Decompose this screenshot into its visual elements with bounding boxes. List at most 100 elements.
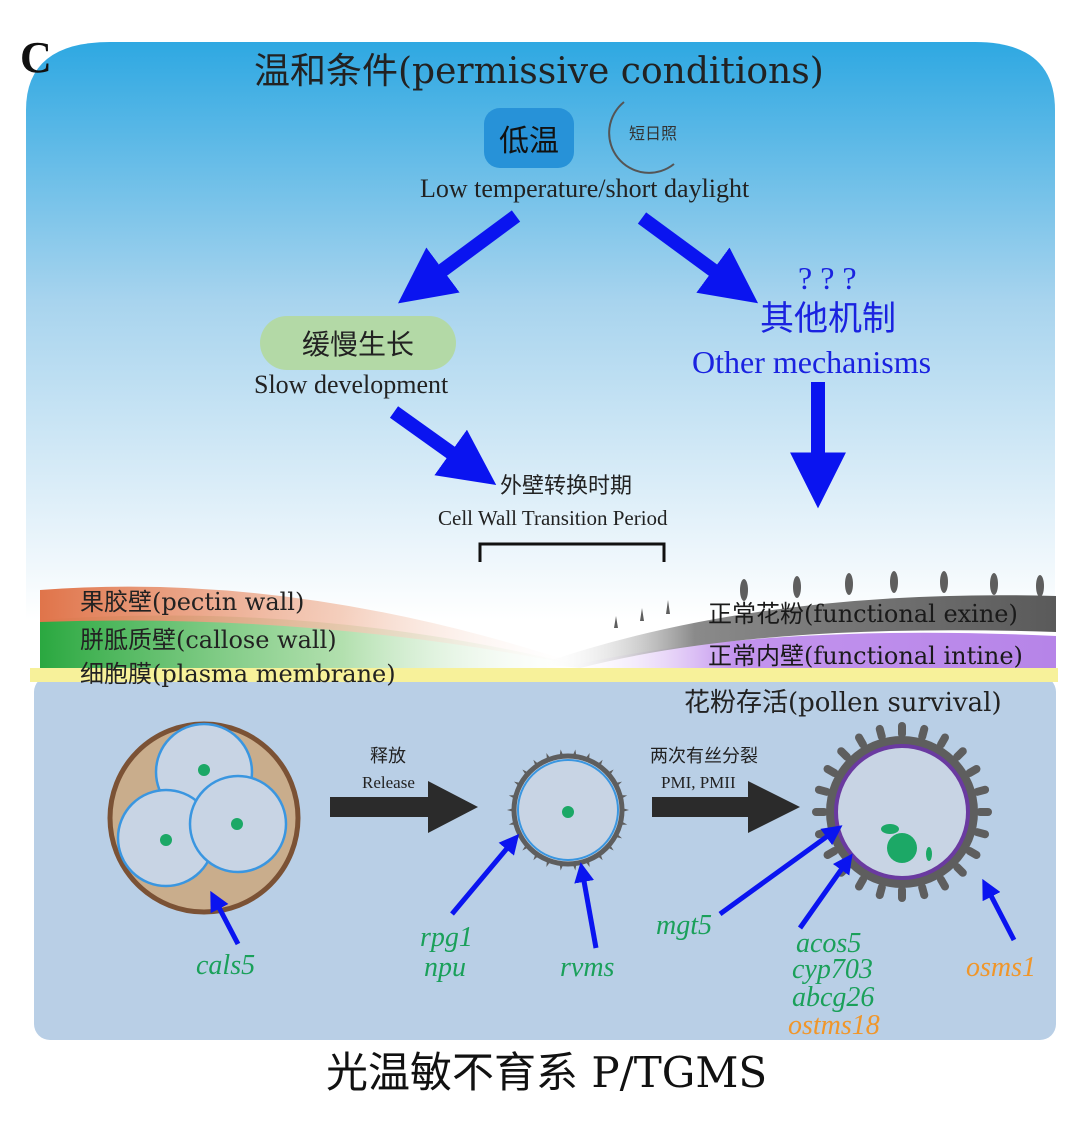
spine: [965, 847, 981, 859]
spine: [898, 722, 906, 738]
spine: [973, 785, 990, 796]
tetrad: [107, 721, 301, 915]
spine: [622, 808, 629, 812]
gene-pointer-arrows: [210, 825, 1017, 949]
microspore: [511, 753, 625, 867]
arrow-to-slow-development: [397, 210, 521, 304]
spine: [597, 853, 603, 861]
pectin-layer: [40, 586, 590, 668]
slow-development-cn: 缓慢生长: [301, 328, 414, 361]
release-en: Release: [362, 773, 415, 792]
spine: [823, 847, 839, 859]
spine: [559, 749, 564, 757]
pointer-cals5: [210, 890, 241, 946]
condition-caption: Low temperature/short daylight: [420, 174, 750, 203]
callose-wall-label: 胼胝质壁(callose wall): [80, 626, 337, 654]
spine: [918, 724, 929, 741]
spine: [614, 781, 623, 787]
spine: [546, 752, 551, 761]
spine: [619, 820, 628, 825]
spine: [918, 883, 929, 900]
spine: [597, 759, 603, 767]
intine-layer: [560, 632, 1056, 668]
spine: [812, 808, 828, 816]
gene-cals5: cals5: [196, 950, 256, 981]
gene-ostms18: ostms18: [788, 1010, 880, 1041]
spine: [559, 863, 564, 871]
spine: [973, 828, 990, 839]
spine: [607, 844, 614, 851]
spine: [953, 863, 967, 877]
release-arrow: [330, 781, 478, 833]
low-temp-badge: 低温: [484, 108, 574, 168]
spine: [855, 733, 867, 749]
question-marks: ? ? ?: [798, 260, 857, 296]
pointer-osms1: [982, 878, 1017, 942]
spine: [937, 875, 949, 891]
transition-cn: 外壁转换时期: [500, 474, 633, 499]
other-mechanisms-en: Other mechanisms: [692, 344, 932, 380]
page-title: 温和条件(permissive conditions): [254, 51, 824, 92]
transition-en: Cell Wall Transition Period: [438, 506, 668, 530]
gene-rvms: rvms: [560, 952, 615, 983]
blue-arrows: [389, 210, 846, 509]
exine-spines: [614, 571, 1044, 628]
pollen-survival-label: 花粉存活(pollen survival): [684, 688, 1002, 718]
mitosis-en: PMI, PMII: [661, 773, 736, 792]
release-cn: 释放: [370, 746, 406, 767]
gene-mgt5: mgt5: [656, 910, 712, 941]
spine: [619, 795, 628, 800]
spine: [823, 765, 839, 777]
spine: [546, 859, 551, 868]
spine: [508, 795, 517, 800]
gene-npu: npu: [424, 952, 466, 983]
gene-osms1: osms1: [966, 952, 1037, 983]
spine: [814, 785, 831, 796]
spine: [533, 759, 539, 767]
spine: [898, 886, 906, 902]
functional-exine-label: 正常花粉(functional exine): [708, 600, 1018, 628]
spine: [607, 769, 614, 776]
spine: [855, 875, 867, 891]
spine: [953, 747, 967, 761]
spine: [507, 808, 514, 812]
spine: [614, 833, 623, 839]
gene-acos5: acos5: [796, 928, 862, 959]
spine: [875, 883, 886, 900]
arrow-to-other-mechanisms: [637, 212, 759, 304]
spine: [522, 844, 529, 851]
spine: [965, 765, 981, 777]
membrane-strip: [30, 668, 1058, 682]
callose-layer: [40, 615, 590, 668]
gene-rpg1: rpg1: [420, 922, 473, 953]
short-day-label: 短日照: [629, 124, 678, 143]
spine: [976, 808, 992, 816]
spine: [533, 853, 539, 861]
low-temp-label: 低温: [499, 124, 559, 159]
slow-development-en: Slow development: [254, 370, 449, 399]
microspore-spines: [507, 749, 629, 871]
pointer-mgt5: [718, 825, 843, 917]
spine: [513, 781, 522, 787]
footer-title: 光温敏不育系 P/TGMS: [326, 1048, 768, 1097]
plasma-membrane-label: 细胞膜(plasma membrane): [80, 660, 396, 688]
mature-pollen: [826, 736, 978, 888]
arrow-slow-to-transition: [389, 406, 497, 486]
spine: [572, 749, 577, 757]
mitosis-arrow: [652, 781, 800, 833]
gene-abcg26: abcg26: [792, 982, 875, 1013]
spine: [508, 820, 517, 825]
pectin-wall-label: 果胶壁(pectin wall): [80, 588, 305, 616]
transition-bracket: [478, 542, 666, 562]
other-mechanisms-cn: 其他机制: [760, 299, 896, 339]
pointer-acos5: [797, 853, 853, 930]
functional-intine-label: 正常内壁(functional intine): [708, 642, 1023, 670]
gene-cyp703: cyp703: [792, 954, 873, 985]
pointer-rpg1: [450, 833, 520, 916]
spine: [937, 733, 949, 749]
slow-development-badge: 缓慢生长: [260, 316, 456, 370]
spine: [875, 724, 886, 741]
mitosis-cn: 两次有丝分裂: [650, 746, 758, 767]
